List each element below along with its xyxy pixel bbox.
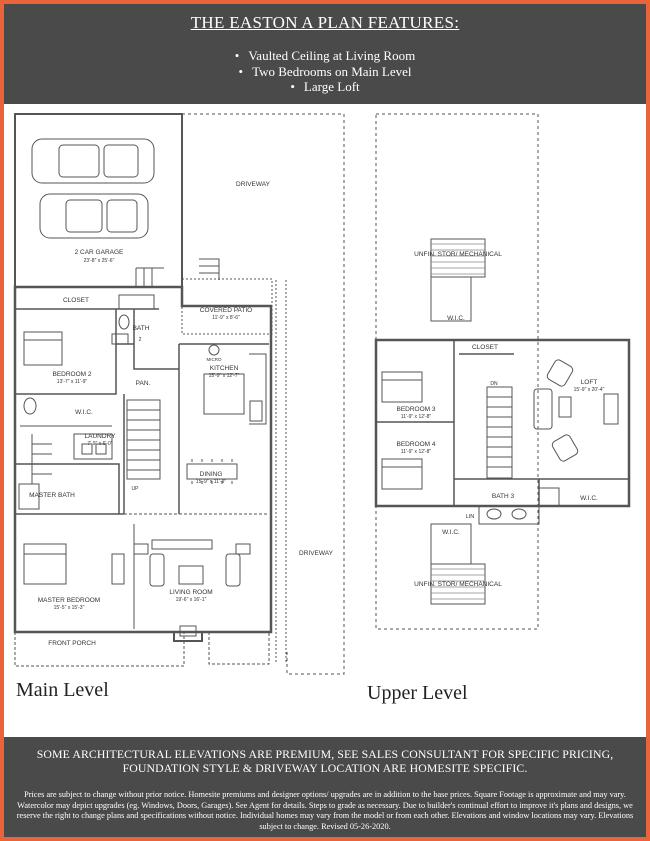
loft-dims: 15'-9" x 20'-4"	[574, 387, 605, 393]
master-bedroom-dims: 15'-5" x 15'-3"	[54, 605, 85, 611]
unfin-stor-top-label: UNFIN. STOR/ MECHANICAL	[414, 251, 502, 258]
upper-level-label: Upper Level	[367, 682, 468, 704]
laundry-dims: 7'-9" x 6'-0"	[87, 441, 112, 447]
laundry-label: LAUNDRY	[85, 433, 117, 440]
feature-item: Vaulted Ceiling at Living Room	[4, 48, 646, 64]
page-title: THE EASTON A PLAN FEATURES:	[190, 13, 460, 32]
kitchen-dims: 15'-9" x 12'-7"	[209, 373, 240, 379]
bath-number: 2	[139, 337, 142, 343]
wic-label: W.I.C.	[75, 409, 93, 416]
coffee-table	[178, 565, 204, 585]
micro-label: MICRO	[207, 357, 222, 362]
sofa	[151, 539, 213, 550]
car-icon	[39, 193, 149, 239]
dining-dims: 15'-9" x 11'-9"	[196, 479, 227, 485]
bath-label: BATH	[133, 325, 150, 332]
bed-icon	[23, 543, 67, 585]
bed-icon	[23, 331, 63, 366]
living-room-dims: 19'-6" x 16'-1"	[176, 597, 207, 603]
bedroom4-label: BEDROOM 4	[396, 441, 435, 448]
bedroom2-label: BEDROOM 2	[52, 371, 91, 378]
dining-label: DINING	[200, 471, 223, 478]
driveway-outline	[182, 113, 345, 524]
unfin-stor-bottom-label: UNFIN. STOR/ MECHANICAL	[414, 581, 502, 588]
closet-label: CLOSET	[63, 297, 89, 304]
garage-dims: 23'-8" x 25'-6"	[84, 258, 115, 264]
garage-label: 2 CAR GARAGE	[75, 249, 124, 256]
footer-banner: SOME ARCHITECTURAL ELEVATIONS ARE PREMIU…	[4, 737, 646, 837]
feature-item: Large Loft	[4, 79, 646, 95]
patio-outline	[181, 278, 273, 335]
header-banner: THE EASTON A PLAN FEATURES: Vaulted Ceil…	[4, 4, 646, 104]
wic-right-label: W.I.C.	[580, 495, 598, 502]
bed-icon	[381, 458, 423, 490]
feature-item: Two Bedrooms on Main Level	[4, 64, 646, 80]
car-icon	[31, 138, 155, 184]
bath3-label: BATH 3	[492, 493, 515, 500]
storage-hatch	[430, 238, 486, 278]
up-label: UP	[132, 486, 140, 492]
upper-closet-label: CLOSET	[472, 344, 498, 351]
disclaimer-text: Prices are subject to change without pri…	[16, 790, 634, 831]
dining-table	[186, 463, 238, 480]
bedroom4-dims: 11'-9" x 12'-8"	[401, 449, 432, 455]
front-porch-label: FRONT PORCH	[48, 640, 96, 647]
loft-label: LOFT	[581, 379, 598, 386]
linen-label: LIN	[466, 514, 475, 520]
bed-icon	[381, 371, 423, 403]
driveway-side-label: DRIVEWAY	[299, 550, 334, 557]
bedroom2-dims: 13'-7" x 11'-9"	[57, 379, 88, 385]
floor-plan-drawing: DRIVEWAY 2 CAR GARAGE 23'-8" x 25'-6" CL…	[13, 113, 631, 675]
patio-dims: 11'-9" x 8'-6"	[212, 315, 240, 321]
main-level-label: Main Level	[16, 679, 109, 701]
storage-hatch	[430, 563, 486, 605]
kitchen-label: KITCHEN	[210, 365, 239, 372]
floor-plans: DRIVEWAY 2 CAR GARAGE 23'-8" x 25'-6" CL…	[4, 104, 646, 737]
kitchen-island	[203, 373, 245, 415]
wic-top-label: W.I.C.	[447, 315, 465, 322]
wic-bottom-label: W.I.C.	[442, 529, 460, 536]
master-bedroom-label: MASTER BEDROOM	[38, 597, 100, 604]
dn-label: DN	[490, 381, 498, 387]
bedroom3-label: BEDROOM 3	[396, 406, 435, 413]
master-bath-label: MASTER BATH	[29, 492, 75, 499]
bedroom3-dims: 11'-9" x 12'-8"	[401, 414, 432, 420]
upper-walls	[374, 338, 631, 508]
elevation-notice: SOME ARCHITECTURAL ELEVATIONS ARE PREMIU…	[36, 747, 614, 775]
feature-list: Vaulted Ceiling at Living Room Two Bedro…	[4, 48, 646, 95]
patio-label: COVERED PATIO	[200, 307, 253, 314]
pantry-label: PAN.	[136, 380, 151, 387]
driveway-label: DRIVEWAY	[236, 181, 271, 188]
living-room-label: LIVING ROOM	[169, 589, 212, 596]
